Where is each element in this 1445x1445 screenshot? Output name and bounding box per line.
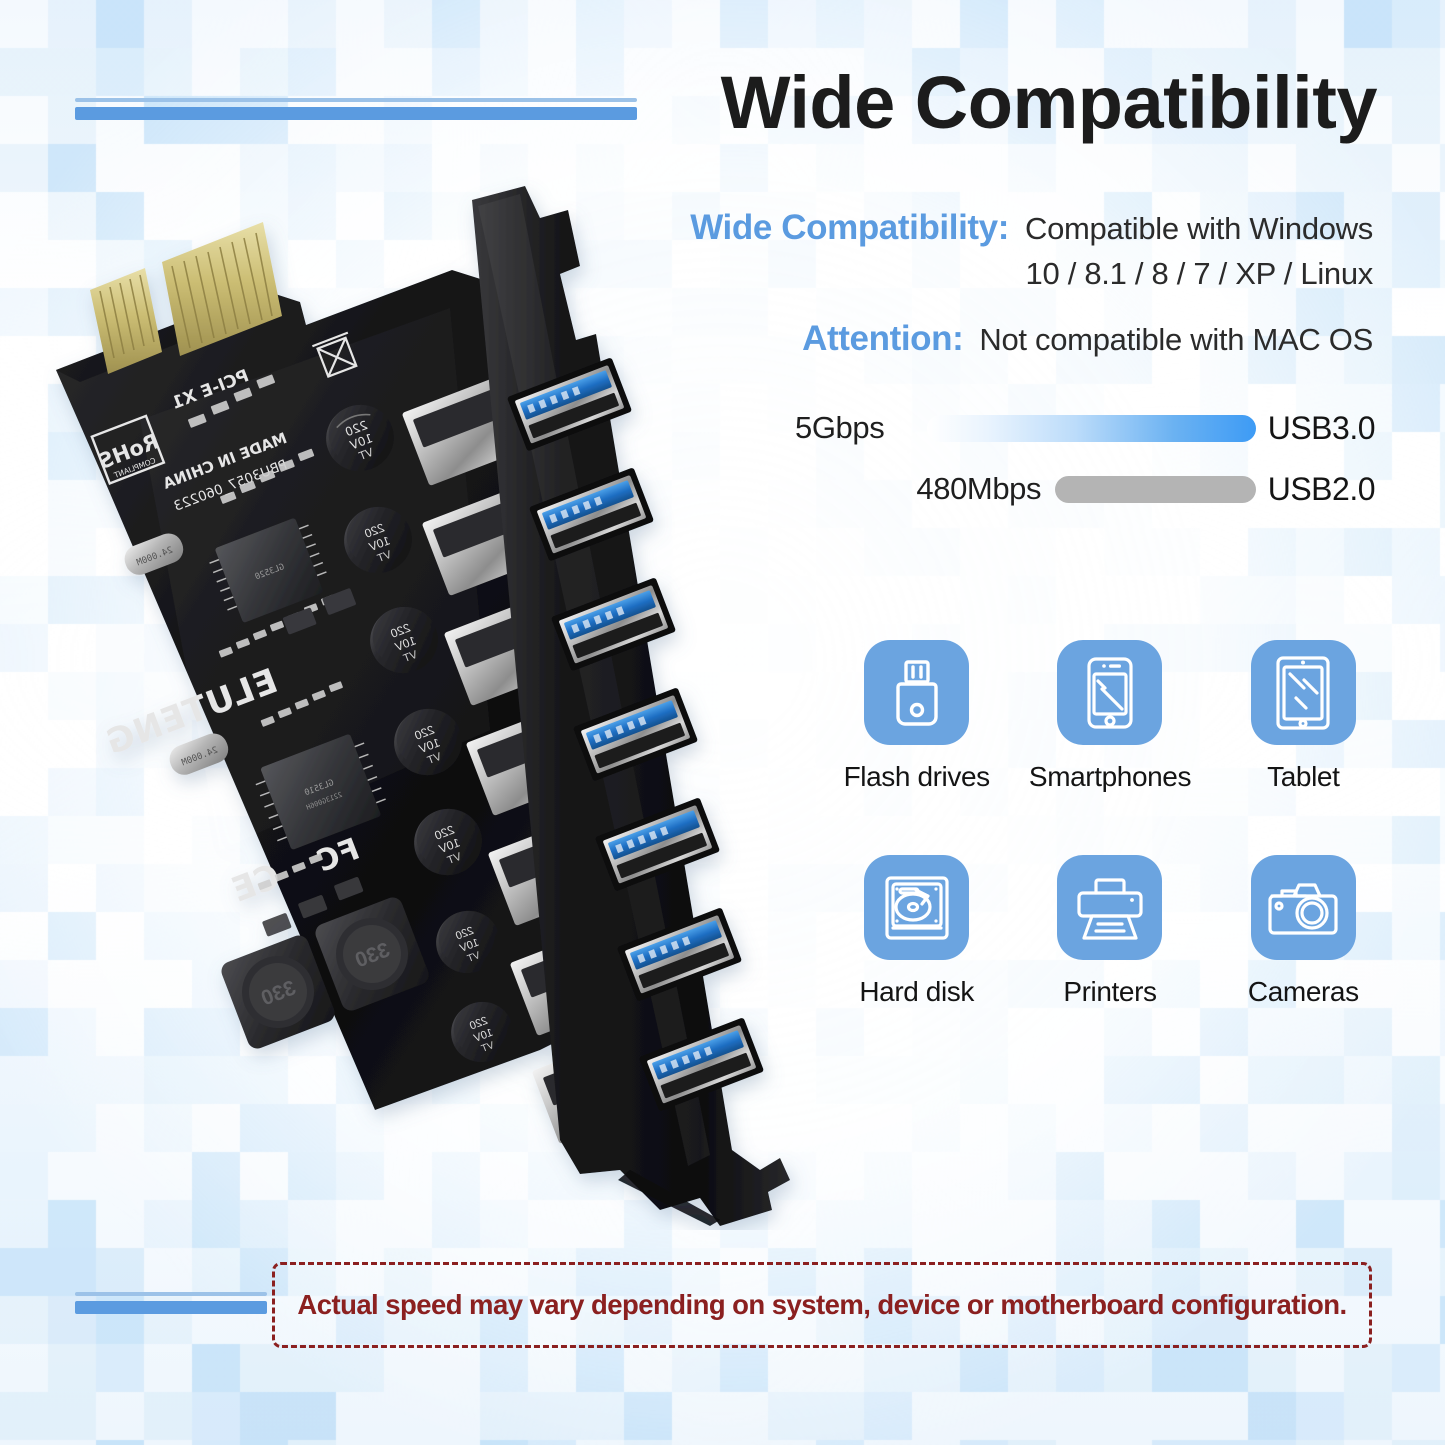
usb2-speed-bar (1055, 475, 1256, 503)
usb2-standard-label: USB2.0 (1267, 470, 1376, 507)
device-label: Cameras (1247, 976, 1359, 1007)
compatibility-os-list: 10 / 8.1 / 8 / 7 / XP / Linux (1025, 255, 1374, 291)
camera-icon (1250, 855, 1356, 960)
device-cell-cameras: Cameras (1248, 855, 1359, 1008)
svg-text:220: 220 (362, 521, 386, 541)
device-cell-tablet: Tablet (1250, 640, 1356, 793)
usb3-standard-label: USB3.0 (1267, 409, 1376, 446)
accent-rule-thick (75, 107, 637, 120)
pcb-smd-components (187, 374, 364, 937)
pcb-controller-ics: GL3520 GL3510 2213G006H (209, 518, 386, 850)
svg-text:220: 220 (388, 621, 412, 641)
device-label: Smartphones (1028, 761, 1192, 792)
smartphone-icon (1057, 640, 1163, 745)
device-label: Flash drives (843, 761, 991, 792)
device-cell-flash-drives: Flash drives (844, 640, 990, 793)
disclaimer-text: Actual speed may vary depending on syste… (297, 1289, 1347, 1320)
svg-text:VT: VT (480, 1040, 496, 1055)
usb3-speed-bar (927, 414, 1256, 442)
compatibility-label: Wide Compatibility: (690, 208, 1009, 247)
attention-value: Not compatible with MAC OS (979, 321, 1373, 357)
svg-text:VT: VT (425, 751, 443, 767)
device-cell-smartphones: Smartphones (1029, 640, 1191, 793)
svg-text:VT: VT (466, 950, 482, 965)
speed-comparison-block: 5Gbps USB3.0 480Mbps USB2.0 (795, 405, 1376, 512)
pcb-capacitors: 220 10V VT 220 10V VT 220 10V VT (326, 404, 513, 1063)
accent-rule-thin (75, 98, 637, 102)
printer-icon (1057, 855, 1163, 960)
device-cell-hard-disk: Hard disk (859, 855, 974, 1008)
hard-disk-icon (864, 855, 970, 960)
svg-text:VT: VT (357, 446, 375, 463)
svg-text:220: 220 (412, 723, 436, 743)
device-label: Hard disk (859, 976, 974, 1007)
accent-rule-thin (75, 1292, 267, 1296)
svg-text:VT: VT (445, 851, 463, 867)
accent-rule-bottom (75, 1292, 267, 1314)
compatibility-row: Wide Compatibility: Compatible with Windo… (613, 205, 1373, 294)
usb2-speed-row: 480Mbps USB2.0 (795, 466, 1375, 512)
device-compatibility-grid: Flash drives Smartphones (820, 640, 1400, 1008)
compatibility-value: Compatible with Windows (1024, 211, 1373, 246)
usb-flash-drive-icon (864, 640, 970, 745)
device-label: Tablet (1267, 761, 1340, 792)
device-cell-printers: Printers (1057, 855, 1163, 1008)
usb3-speed-value: 5Gbps (795, 410, 885, 445)
attention-row: Attention: Not compatible with MAC OS (613, 316, 1373, 362)
accent-rule-thick (75, 1301, 267, 1314)
compatibility-block: Wide Compatibility: Compatible with Windo… (613, 205, 1373, 361)
page-title: Wide Compatibility (720, 61, 1378, 144)
device-label: Printers (1063, 976, 1157, 1007)
pcb-inductors: 330 330 (221, 897, 429, 1049)
usb2-speed-value: 480Mbps (916, 471, 1042, 506)
pcb-crystal-oscillators: 24.000M 24.000M (124, 533, 229, 775)
usb3-port-openings (507, 358, 764, 1111)
product-photo-pcie-usb-card: PCI-E X1 RoHS COMPLIANT MADE IN CHINA PB… (20, 170, 840, 1230)
tablet-icon (1250, 640, 1356, 745)
svg-text:VT: VT (401, 649, 419, 665)
usb3-speed-row: 5Gbps USB3.0 (795, 405, 1376, 451)
pcie-gold-fingers (90, 222, 282, 374)
accent-rule-top (75, 98, 637, 120)
attention-label: Attention: (802, 318, 964, 358)
disclaimer-banner: Actual speed may vary depending on syste… (272, 1262, 1372, 1348)
svg-text:220: 220 (432, 823, 456, 843)
svg-text:VT: VT (375, 549, 393, 565)
